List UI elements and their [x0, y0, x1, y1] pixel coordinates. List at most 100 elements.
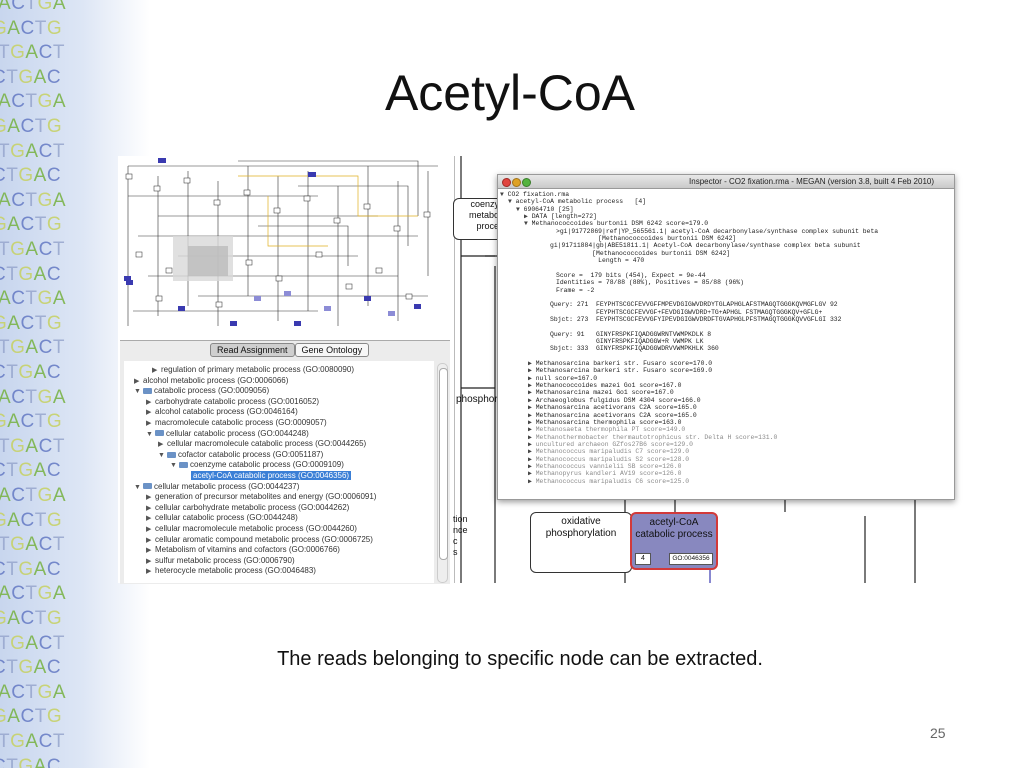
disclosure-closed-icon[interactable]: ▶ [146, 536, 152, 544]
disclosure-closed-icon[interactable]: ▶ [146, 494, 152, 502]
disclosure-closed-icon[interactable]: ▶ [528, 404, 536, 412]
disclosure-closed-icon[interactable]: ▶ [528, 418, 536, 426]
minimize-window-icon[interactable] [512, 178, 521, 187]
tree-item[interactable]: ▼catabolic process (GO:0009056) [134, 386, 269, 396]
disclosure-closed-icon[interactable]: ▶ [146, 547, 152, 555]
disclosure-closed-icon[interactable]: ▶ [528, 433, 536, 441]
disclosure-closed-icon[interactable]: ▶ [146, 526, 152, 533]
tree-item[interactable]: ▶generation of precursor metabolites and… [146, 492, 376, 502]
inspector-window[interactable]: Inspector - CO2 fixation.rma - MEGAN (ve… [497, 174, 955, 500]
tree-item[interactable]: ▶cellular aromatic compound metabolic pr… [146, 535, 373, 545]
inspector-line[interactable]: ▼ Methanococcoides burtonii DSM 6242 sco… [524, 220, 708, 227]
node-coenzyme-metabolic-process[interactable]: coenzy metabo proce [453, 198, 504, 240]
disclosure-closed-icon[interactable]: ▶ [528, 396, 536, 404]
inspector-content[interactable]: ▼ CO2 fixation.rma▼ acetyl-CoA metabolic… [498, 189, 954, 499]
inspector-title-bar[interactable]: Inspector - CO2 fixation.rma - MEGAN (ve… [498, 175, 954, 189]
tree-item[interactable]: ▼cofactor catabolic process (GO:0051187) [158, 450, 323, 460]
disclosure-closed-icon[interactable]: ▶ [528, 389, 536, 397]
inspector-line[interactable]: ▼ acetyl-CoA metabolic process [4] [508, 198, 646, 205]
tree-item[interactable]: ▼cellular catabolic process (GO:0044248) [146, 429, 309, 439]
disclosure-closed-icon[interactable]: ▶ [528, 440, 536, 448]
tree-item[interactable]: ▶Metabolism of vitamins and cofactors (G… [146, 545, 340, 555]
inspector-line[interactable]: ▶ DATA [length=272] [524, 213, 597, 220]
disclosure-open-icon[interactable]: ▼ [134, 483, 141, 491]
disclosure-closed-icon[interactable]: ▶ [528, 470, 536, 478]
tree-item-label: cellular macromolecule catabolic process… [167, 439, 367, 449]
disclosure-closed-icon[interactable]: ▶ [528, 455, 536, 463]
disclosure-closed-icon[interactable]: ▶ [528, 382, 536, 390]
tree-item[interactable]: ▶carbohydrate catabolic process (GO:0016… [146, 397, 319, 407]
inspector-line[interactable]: ▶ null score=167.0 [528, 375, 597, 382]
disclosure-closed-icon[interactable]: ▶ [146, 515, 152, 523]
disclosure-closed-icon[interactable]: ▶ [524, 213, 532, 221]
inspector-line[interactable]: ▼ 69064710 [25] [516, 206, 574, 213]
tree-item-label: regulation of primary metabolic process … [161, 365, 354, 374]
zoom-window-icon[interactable] [522, 178, 531, 187]
tree-item[interactable]: ▶cellular macromolecule catabolic proces… [158, 439, 366, 449]
inspector-line[interactable]: ▶ Methanococcus vannielii SB score=126.0 [528, 463, 681, 470]
inspector-line[interactable]: ▶ Methanosaeta thermophila PT score=149.… [528, 426, 685, 433]
tab-gene-ontology[interactable]: Gene Ontology [294, 343, 370, 357]
tree-item[interactable]: ▶cellular carbohydrate metabolic process… [146, 503, 349, 513]
disclosure-open-icon[interactable]: ▼ [500, 191, 508, 198]
disclosure-closed-icon[interactable]: ▶ [152, 367, 158, 374]
tree-item[interactable]: ▶heterocycle metabolic process (GO:00464… [146, 566, 316, 576]
disclosure-closed-icon[interactable]: ▶ [146, 568, 152, 576]
inspector-line[interactable]: ▶ Methanosarcina thermophila score=163.0 [528, 419, 681, 426]
disclosure-open-icon[interactable]: ▼ [146, 430, 153, 438]
disclosure-open-icon[interactable]: ▼ [158, 451, 165, 459]
tree-item[interactable]: ▶regulation of primary metabolic process… [152, 365, 354, 375]
inspector-line[interactable]: ▶ Methanococcus maripaludis C6 score=125… [528, 478, 689, 485]
inspector-line[interactable]: ▶ Methanothermobacter thermautotrophicus… [528, 434, 777, 441]
disclosure-closed-icon[interactable]: ▶ [528, 462, 536, 470]
disclosure-closed-icon[interactable]: ▶ [528, 360, 536, 368]
disclosure-closed-icon[interactable]: ▶ [146, 398, 152, 406]
disclosure-open-icon[interactable]: ▼ [170, 462, 177, 470]
inspector-line[interactable]: ▶ Methanosarcina mazei Go1 score=167.0 [528, 389, 674, 396]
tree-item[interactable]: acetyl-CoA catabolic process (GO:0046356… [182, 471, 352, 481]
tree-item[interactable]: ▶cellular catabolic process (GO:0044248) [146, 513, 298, 523]
tab-read-assignment[interactable]: Read Assignment [210, 343, 295, 357]
inspector-line[interactable]: ▶ Methanosarcina barkeri str. Fusaro sco… [528, 360, 712, 367]
tree-item[interactable]: ▶alcohol metabolic process (GO:0006066) [134, 376, 288, 386]
tree-item[interactable]: ▶alcohol catabolic process (GO:0046164) [146, 407, 298, 417]
inspector-line[interactable]: ▶ Methanococcus maripaludis S2 score=128… [528, 456, 689, 463]
disclosure-closed-icon[interactable]: ▶ [158, 441, 164, 449]
inspector-line[interactable]: ▶ Methanococcus maripaludis C7 score=129… [528, 448, 689, 455]
inspector-line[interactable]: ▶ Archaeoglobus fulgidus DSM 4304 score=… [528, 397, 701, 404]
tree-item[interactable]: ▶macromolecule catabolic process (GO:000… [146, 418, 327, 428]
ontology-graph-overview[interactable] [118, 156, 448, 334]
inspector-line[interactable]: ▶ uncultured archaeon GZfos27B6 score=12… [528, 441, 693, 448]
inspector-line[interactable]: ▶ Methanosarcina barkeri str. Fusaro sco… [528, 367, 712, 374]
disclosure-closed-icon[interactable]: ▶ [528, 374, 536, 382]
inspector-line[interactable]: ▶ Methanosarcina acetivorans C2A score=1… [528, 412, 697, 419]
inspector-line[interactable]: ▼ CO2 fixation.rma [500, 191, 569, 198]
ontology-tree-list[interactable]: ▶regulation of primary metabolic process… [124, 361, 434, 583]
disclosure-open-icon[interactable]: ▼ [508, 198, 516, 206]
disclosure-closed-icon[interactable]: ▶ [528, 448, 536, 456]
tree-item[interactable]: ▼cellular metabolic process (GO:0044237) [134, 482, 299, 492]
node-acetyl-coa-catabolic-process[interactable]: acetyl-CoA catabolic process 4 GO:004635… [630, 512, 718, 570]
disclosure-closed-icon[interactable]: ▶ [146, 557, 152, 565]
inspector-line[interactable]: ▶ Methanococcoides mazei Go1 score=167.0 [528, 382, 681, 389]
tree-item[interactable]: ▼coenzyme catabolic process (GO:0009109) [170, 460, 344, 470]
disclosure-open-icon[interactable]: ▼ [516, 205, 524, 213]
scrollbar-thumb[interactable] [439, 368, 448, 560]
disclosure-closed-icon[interactable]: ▶ [146, 504, 152, 512]
disclosure-closed-icon[interactable]: ▶ [146, 409, 152, 417]
tree-scrollbar[interactable] [437, 363, 448, 583]
node-oxidative-phosphorylation[interactable]: oxidative phosphorylation [530, 512, 632, 573]
inspector-line[interactable]: ▶ Methanosarcina acetivorans C2A score=1… [528, 404, 697, 411]
disclosure-closed-icon[interactable]: ▶ [528, 367, 536, 375]
disclosure-closed-icon[interactable]: ▶ [146, 420, 152, 427]
inspector-line[interactable]: ▶ Methanopyrus kandleri AV19 score=126.0 [528, 470, 681, 477]
tree-item[interactable]: ▶sulfur metabolic process (GO:0006790) [146, 556, 295, 566]
disclosure-open-icon[interactable]: ▼ [134, 388, 141, 396]
disclosure-closed-icon[interactable]: ▶ [134, 377, 140, 385]
disclosure-closed-icon[interactable]: ▶ [528, 477, 536, 485]
disclosure-closed-icon[interactable]: ▶ [528, 411, 536, 419]
disclosure-closed-icon[interactable]: ▶ [528, 426, 536, 434]
disclosure-open-icon[interactable]: ▼ [524, 220, 532, 228]
tree-item[interactable]: ▶cellular macromolecule metabolic proces… [146, 524, 357, 534]
close-window-icon[interactable] [502, 178, 511, 187]
